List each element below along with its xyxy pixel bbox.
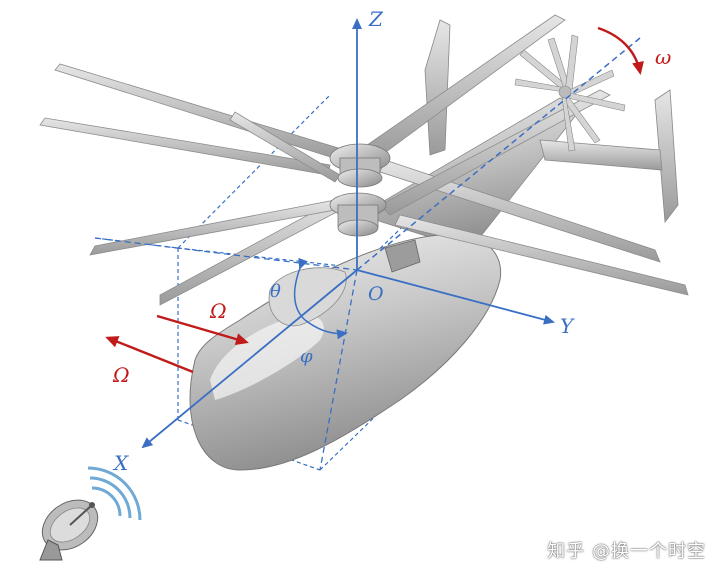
y-axis [356,269,555,325]
label-y: Y [560,314,575,338]
satellite-dish-icon [39,466,142,561]
label-omega-small: ω [655,45,671,69]
label-x: X [112,451,129,475]
label-theta: θ [270,281,281,302]
label-omega-big-2: Ω [112,363,130,387]
label-origin: O [368,283,384,305]
coordinate-axes [94,18,641,471]
omega-big-arrow-2 [105,336,194,374]
horizontal-dashed [94,237,358,271]
rotor-axis-dashed [356,37,641,271]
rotor-blades [39,14,689,306]
omega-small-arrow [597,26,644,75]
label-omega-big-1: Ω [209,299,227,323]
omega-big-arrow-1 [156,314,249,345]
label-phi: φ [300,346,313,367]
rotor-hubs [329,143,391,237]
theta-arc [293,257,308,321]
watermark: 知乎 @换一个时空 [547,541,706,562]
rotation-arrows [105,26,644,374]
label-z: Z [368,7,384,31]
x-axis [141,269,358,449]
vertical-dashed [319,269,358,471]
helicopter-body [189,19,679,471]
phi-arc [304,319,348,340]
